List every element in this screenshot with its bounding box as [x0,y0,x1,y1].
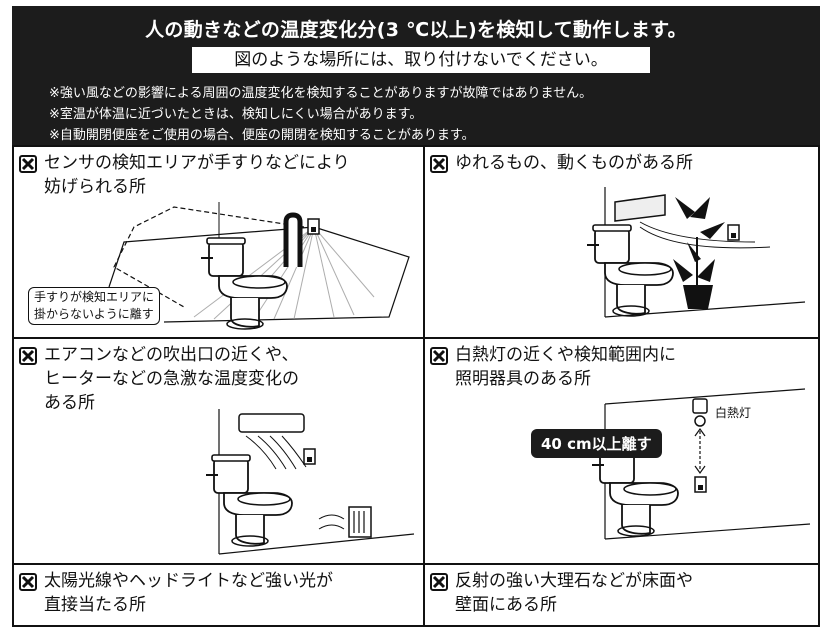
incandescent-illustration [591,388,811,540]
cell-title-line: ヒーターなどの急激な温度変化の [44,369,299,389]
cell-incandescent: 白熱灯の近くや検知範囲内に 照明器具のある所 40 cm以上離す 白熱灯 [425,339,818,563]
cell-reflective-surface: 反射の強い大理石などが床面や 壁面にある所 [425,565,818,625]
x-mark-icon [19,573,37,591]
cell-title-line: センサの検知エリアが手すりなどにより [44,153,350,173]
header-title: 人の動きなどの温度変化分(3 ℃以上)を検知して動作します。 [145,19,687,41]
warning-grid: センサの検知エリアが手すりなどにより 妨げられる所 [12,145,820,627]
x-mark-icon [19,347,37,365]
callout-line: 掛からないように離す [34,307,154,321]
cell-title: 反射の強い大理石などが床面や 壁面にある所 [455,569,693,617]
cell-title-line: 直接当たる所 [44,595,146,615]
cell-title-line: ある所 [44,393,95,413]
note-3: ※自動開閉便座をご使用の場合、便座の開閉を検知することがあります。 [49,128,475,143]
cell-title-line: 太陽光線やヘッドライトなど強い光が [44,571,333,591]
x-mark-icon [430,573,448,591]
cell-title: センサの検知エリアが手すりなどにより 妨げられる所 [44,151,350,199]
cell-title-line: 照明器具のある所 [455,369,591,389]
cell-title-line: エアコンなどの吹出口の近くや、 [44,345,299,365]
note-2: ※室温が体温に近づいたときは、検知しにくい場合があります。 [49,107,423,122]
grid-divider [14,563,818,565]
cell-aircon-heater: エアコンなどの吹出口の近くや、 ヒーターなどの急激な温度変化の ある所 [14,339,423,563]
cell-title-line: ゆれるもの、動くものがある所 [455,153,693,173]
cell-title-line: 反射の強い大理石などが床面や [455,571,693,591]
aircon-illustration [205,409,415,555]
cell-title: 白熱灯の近くや検知範囲内に 照明器具のある所 [455,343,676,391]
header-subtitle: 図のような場所には、取り付けないでください。 [192,47,650,73]
lamp-label: 白熱灯 [715,406,752,420]
cell-title-line: 白熱灯の近くや検知範囲内に [455,345,676,365]
note-1: ※強い風などの影響による周囲の温度変化を検知することがありますが故障ではありませ… [49,86,593,101]
cell-title: 太陽光線やヘッドライトなど強い光が 直接当たる所 [44,569,333,617]
distance-label: 40 cm以上離す [531,429,662,458]
handrail-illustration [108,202,410,330]
grid-divider [423,147,425,625]
cell-strong-light: 太陽光線やヘッドライトなど強い光が 直接当たる所 [14,565,423,625]
x-mark-icon [19,155,37,173]
cell-title-line: 妨げられる所 [44,177,146,197]
cell-title-line: 壁面にある所 [455,595,557,615]
header-banner: 人の動きなどの温度変化分(3 ℃以上)を検知して動作します。 図のような場所には… [12,6,820,145]
handrail-callout: 手すりが検知エリアに 掛からないように離す [28,287,161,325]
x-mark-icon [430,155,448,173]
cell-title: ゆれるもの、動くものがある所 [455,151,693,175]
callout-line: 手すりが検知エリアに [34,290,155,304]
moving-objects-illustration [586,187,806,318]
cell-moving-objects: ゆれるもの、動くものがある所 [425,147,818,337]
cell-title: エアコンなどの吹出口の近くや、 ヒーターなどの急激な温度変化の ある所 [44,343,299,415]
grid-divider [14,337,818,339]
cell-handrail: センサの検知エリアが手すりなどにより 妨げられる所 [14,147,423,337]
x-mark-icon [430,347,448,365]
